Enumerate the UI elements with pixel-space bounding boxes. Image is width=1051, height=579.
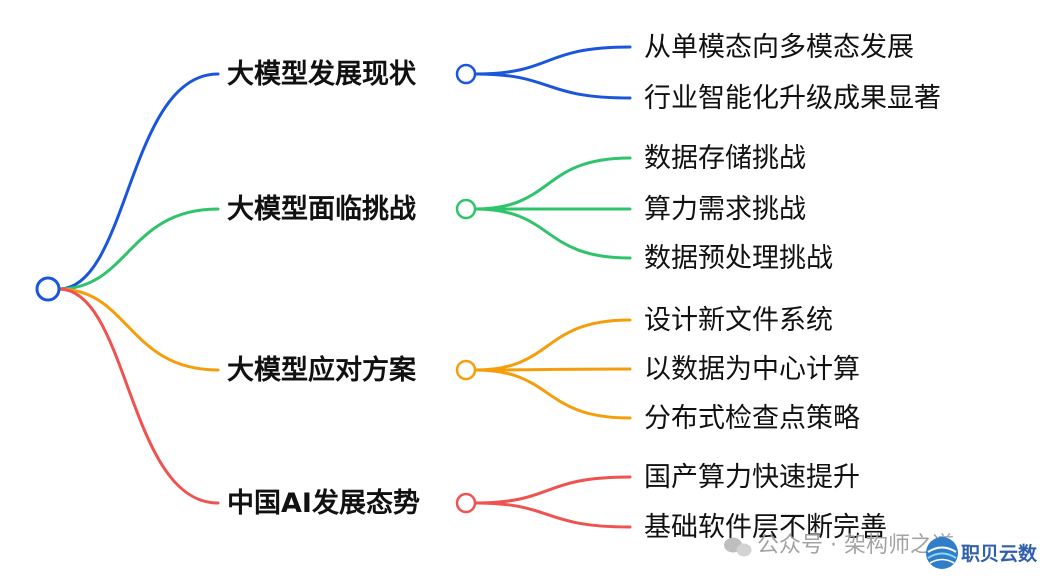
branch-0: 大模型发展现状 从单模态向多模态发展 行业智能化升级成果显著 <box>227 32 941 114</box>
root-connector <box>57 287 220 372</box>
leaf-label[interactable]: 分布式检查点策略 <box>644 403 860 434</box>
branch-label[interactable]: 中国AI发展态势 <box>227 487 420 519</box>
leaf-label[interactable]: 数据预处理挑战 <box>644 243 833 274</box>
root-connector <box>57 72 220 291</box>
leaf-connector <box>473 318 632 372</box>
branch-node[interactable] <box>455 492 477 514</box>
branch-label[interactable]: 大模型面临挑战 <box>227 193 416 225</box>
branch-node[interactable] <box>455 198 477 220</box>
leaf-connector <box>473 72 632 100</box>
watermark: 公众号 · 架构师之道 职贝云数 <box>724 533 1038 569</box>
leaf-connector <box>473 207 632 260</box>
branch-3: 中国AI发展态势 国产算力快速提升 基础软件层不断完善 <box>227 462 887 543</box>
connector-lines <box>57 45 632 529</box>
leaf-connector <box>473 367 632 372</box>
leaf-connector <box>473 45 632 76</box>
branch-node[interactable] <box>455 63 477 85</box>
leaf-connector <box>473 475 632 505</box>
branch-1: 大模型面临挑战 数据存储挑战 算力需求挑战 数据预处理挑战 <box>227 143 833 274</box>
branch-2: 大模型应对方案 设计新文件系统 以数据为中心计算 分布式检查点策略 <box>227 305 860 434</box>
root-node[interactable] <box>35 276 61 302</box>
leaf-label[interactable]: 设计新文件系统 <box>644 305 833 336</box>
leaf-label[interactable]: 以数据为中心计算 <box>644 354 860 385</box>
branch-label[interactable]: 大模型应对方案 <box>227 354 417 386</box>
leaf-connector <box>473 368 632 420</box>
leaf-label[interactable]: 数据存储挑战 <box>644 143 806 174</box>
leaf-label[interactable]: 算力需求挑战 <box>644 194 806 225</box>
leaf-label[interactable]: 基础软件层不断完善 <box>644 512 887 543</box>
watermark-text: 公众号 · 架构师之道 <box>757 533 954 558</box>
root-connector <box>57 287 220 505</box>
leaf-label[interactable]: 行业智能化升级成果显著 <box>644 83 941 114</box>
leaf-connector <box>473 501 632 529</box>
branch-node[interactable] <box>455 359 477 381</box>
branch-label[interactable]: 大模型发展现状 <box>227 58 417 90</box>
root-connector <box>57 207 220 291</box>
brand-name: 职贝云数 <box>961 542 1038 565</box>
leaf-label[interactable]: 从单模态向多模态发展 <box>644 32 914 63</box>
leaf-connector <box>473 156 632 211</box>
wechat-icon <box>724 537 752 557</box>
leaf-label[interactable]: 国产算力快速提升 <box>644 462 860 493</box>
brand-logo-icon <box>926 537 958 569</box>
